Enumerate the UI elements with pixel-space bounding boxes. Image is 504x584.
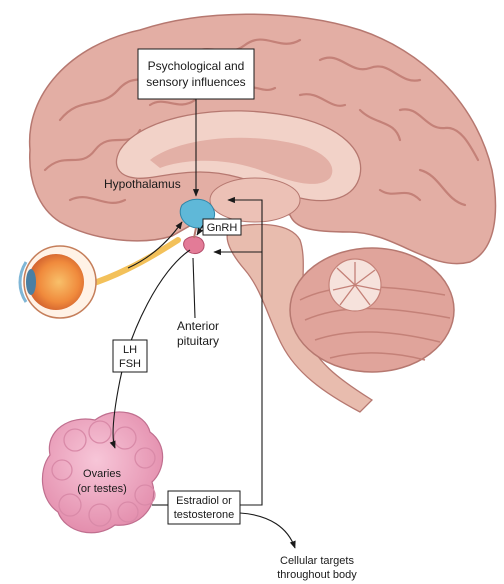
estradiol-label-line2: testosterone <box>174 509 235 521</box>
optic-nerve <box>85 237 181 288</box>
psych-label-line2: sensory influences <box>146 75 245 89</box>
ovaries-label-line2: (or testes) <box>77 483 127 495</box>
fsh-label: FSH <box>119 358 141 370</box>
psych-label-line1: Psychological and <box>148 59 245 73</box>
anterior-label-line2: pituitary <box>177 334 219 348</box>
arrow-pituitary-label <box>192 257 196 319</box>
ovaries-label-line1: Ovaries <box>83 468 121 480</box>
targets-label-line2: throughout body <box>277 569 357 581</box>
pituitary-stalk <box>193 227 197 239</box>
targets-label-line1: Cellular targets <box>280 555 354 567</box>
gnrh-box: GnRH <box>202 218 242 236</box>
ovaries <box>41 411 164 534</box>
arrow-hormone-to-targets <box>239 512 296 549</box>
lh-fsh-box: LH FSH <box>112 339 148 373</box>
lh-label: LH <box>123 344 137 356</box>
estradiol-box: Estradiol or testosterone <box>167 490 241 525</box>
hypothalamus-label: Hypothalamus <box>104 177 181 191</box>
gnrh-label: GnRH <box>207 222 238 234</box>
eye <box>18 237 181 319</box>
estradiol-label-line1: Estradiol or <box>176 495 232 507</box>
arrow-gnrh-to-pituitary <box>196 224 204 236</box>
brain <box>28 13 497 413</box>
arrow-feedback-to-hypothalamus <box>227 196 263 506</box>
arrow-eye-to-hypothalamus <box>127 221 183 269</box>
psych-box: Psychological and sensory influences <box>137 48 255 100</box>
anterior-label-line1: Anterior <box>177 319 219 333</box>
pituitary-gland <box>183 236 205 255</box>
cerebellum <box>289 247 455 373</box>
